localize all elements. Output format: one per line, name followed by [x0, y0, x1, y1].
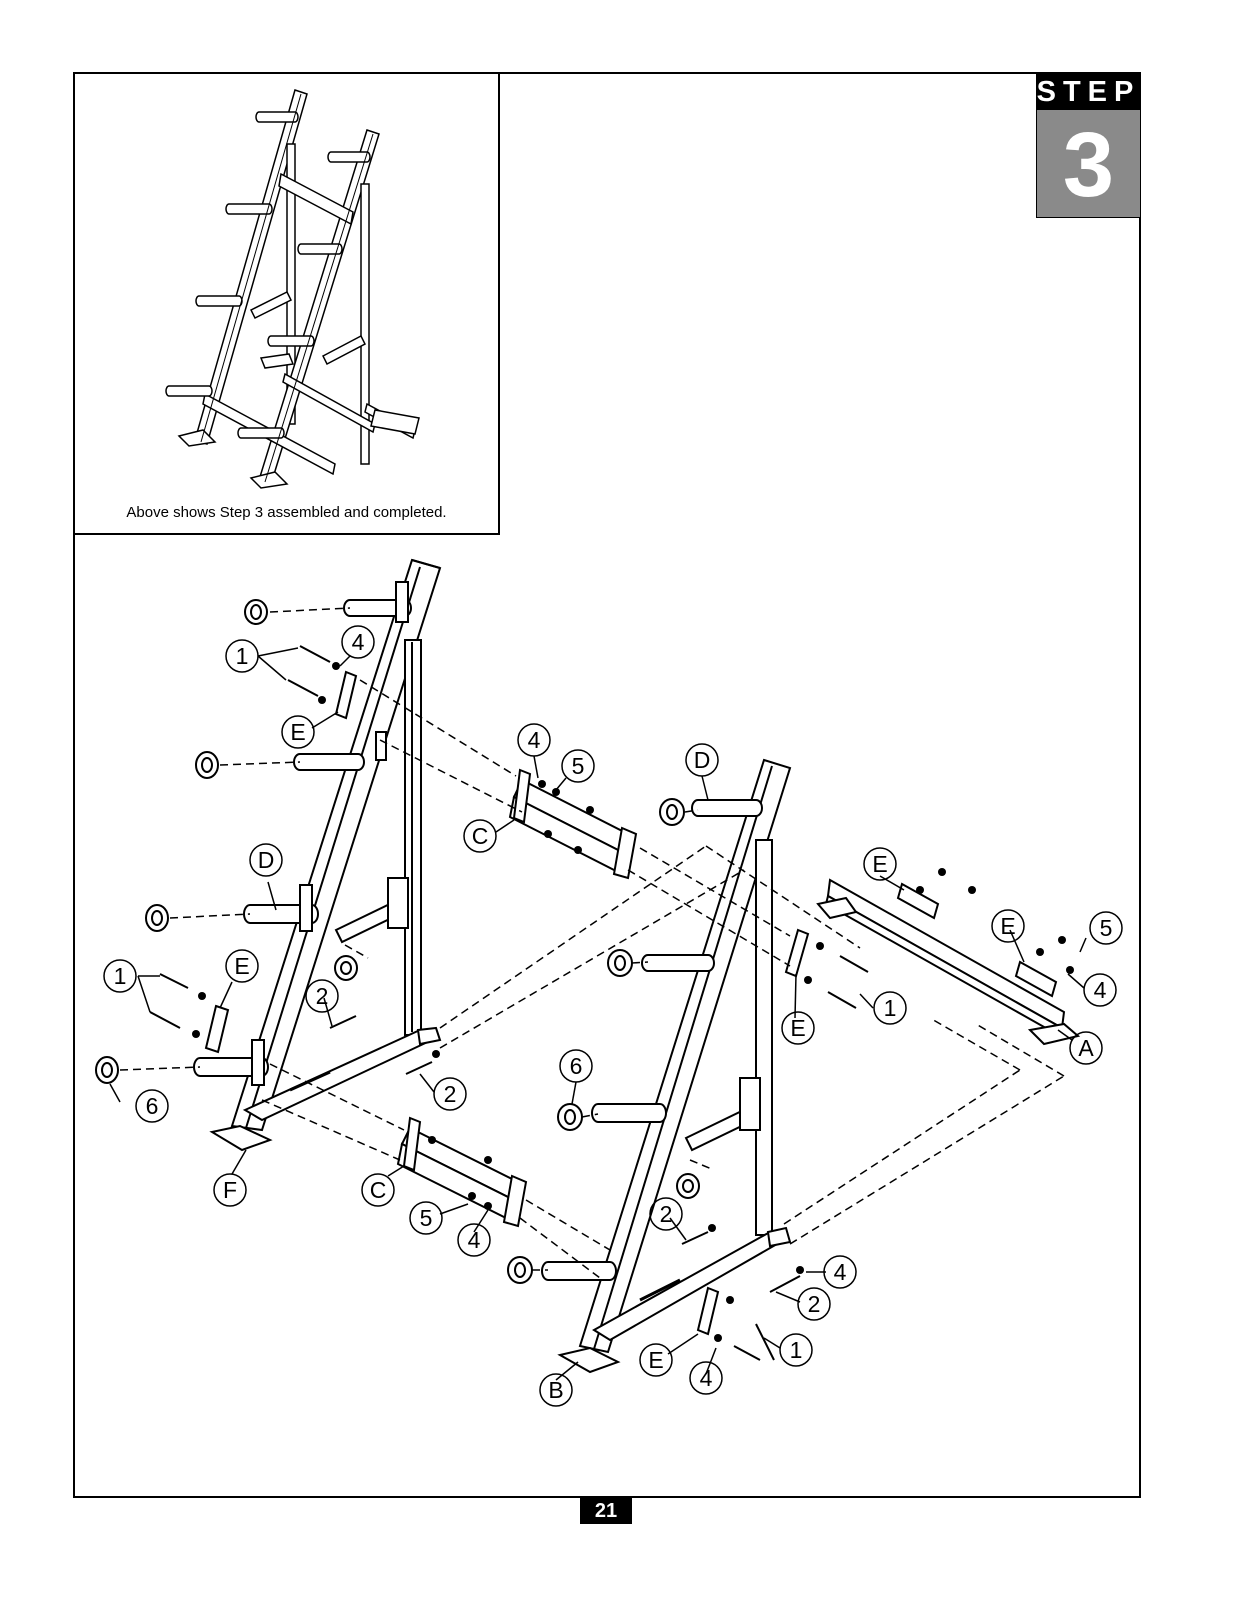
right-upright-frame — [557, 758, 792, 1374]
svg-text:4: 4 — [352, 629, 365, 655]
svg-text:F: F — [223, 1177, 237, 1203]
callout-12: 4 — [1083, 973, 1117, 1007]
callout-32: B — [539, 1373, 573, 1407]
svg-text:1: 1 — [884, 995, 897, 1021]
svg-text:5: 5 — [572, 753, 585, 779]
svg-text:2: 2 — [444, 1081, 457, 1107]
callout-30: E — [639, 1343, 673, 1377]
inset-caption: Above shows Step 3 assembled and complet… — [126, 504, 447, 521]
callout-14: 1 — [873, 991, 907, 1025]
callout-16: 1 — [103, 959, 137, 993]
svg-text:1: 1 — [790, 1337, 803, 1363]
callout-25: 4 — [457, 1223, 491, 1257]
callout-8: D — [249, 843, 283, 877]
callout-23: C — [361, 1173, 395, 1207]
callout-1: 1 — [225, 639, 259, 673]
callout-22: F — [213, 1173, 247, 1207]
callout-18: 2 — [305, 979, 339, 1013]
callout-26: 2 — [649, 1197, 683, 1231]
callout-21: 6 — [135, 1089, 169, 1123]
svg-text:E: E — [290, 719, 305, 745]
page-frame — [73, 72, 1141, 1498]
callout-4: 4 — [517, 723, 551, 757]
svg-text:4: 4 — [1094, 977, 1107, 1003]
callout-19: 2 — [433, 1077, 467, 1111]
svg-text:1: 1 — [236, 643, 249, 669]
callout-31: 4 — [689, 1361, 723, 1395]
left-horns — [193, 581, 412, 1086]
svg-text:4: 4 — [700, 1365, 713, 1391]
svg-text:5: 5 — [1100, 915, 1113, 941]
right-horns — [541, 799, 763, 1281]
svg-text:E: E — [872, 851, 887, 877]
svg-text:E: E — [234, 953, 249, 979]
completed-assembly-drawing — [165, 89, 420, 489]
step-label: STEP — [1036, 72, 1141, 109]
svg-text:E: E — [790, 1015, 805, 1041]
svg-text:5: 5 — [420, 1205, 433, 1231]
callout-11: 5 — [1089, 911, 1123, 945]
callout-27: 4 — [823, 1255, 857, 1289]
svg-text:4: 4 — [834, 1259, 847, 1285]
callout-24: 5 — [409, 1201, 443, 1235]
callout-28: 2 — [797, 1287, 831, 1321]
callout-13: A — [1069, 1031, 1103, 1065]
svg-text:C: C — [472, 823, 489, 849]
callout-29: 1 — [779, 1333, 813, 1367]
right-sleeves — [507, 798, 700, 1284]
crossbar-c-bottom — [396, 1116, 528, 1228]
svg-text:E: E — [1000, 913, 1015, 939]
callout-5: 5 — [561, 749, 595, 783]
svg-text:4: 4 — [528, 727, 541, 753]
callout-15: E — [781, 1011, 815, 1045]
svg-text:C: C — [370, 1177, 387, 1203]
callout-17: E — [225, 949, 259, 983]
callout-6: C — [463, 819, 497, 853]
svg-text:2: 2 — [660, 1201, 673, 1227]
crossbar-c-top — [508, 768, 638, 880]
left-upright-frame — [209, 558, 442, 1152]
svg-text:1: 1 — [114, 963, 127, 989]
svg-text:6: 6 — [570, 1053, 583, 1079]
page-number: 21 — [580, 1498, 632, 1524]
leader-lines — [109, 647, 1087, 1381]
callout-3: E — [281, 715, 315, 749]
svg-text:6: 6 — [146, 1093, 159, 1119]
callout-10: E — [991, 909, 1025, 943]
svg-text:E: E — [648, 1347, 663, 1373]
svg-text:2: 2 — [808, 1291, 821, 1317]
svg-text:B: B — [548, 1377, 563, 1403]
svg-text:A: A — [1078, 1035, 1094, 1061]
left-sleeves — [95, 599, 358, 1084]
svg-text:2: 2 — [316, 983, 329, 1009]
svg-text:D: D — [258, 847, 275, 873]
hardware-nuts — [192, 662, 1074, 1342]
alignment-lines — [119, 607, 1065, 1279]
svg-text:4: 4 — [468, 1227, 481, 1253]
callout-9: E — [863, 847, 897, 881]
completed-assembly-inset: Above shows Step 3 assembled and complet… — [73, 72, 500, 535]
svg-text:D: D — [694, 747, 711, 773]
callout-20: 6 — [559, 1049, 593, 1083]
callout-7: D — [685, 743, 719, 777]
callout-2: 4 — [341, 625, 375, 659]
step-badge: STEP 3 — [1036, 72, 1141, 218]
base-rail-a — [816, 878, 1081, 1046]
step-number: 3 — [1036, 109, 1141, 218]
bolts — [149, 645, 869, 1361]
